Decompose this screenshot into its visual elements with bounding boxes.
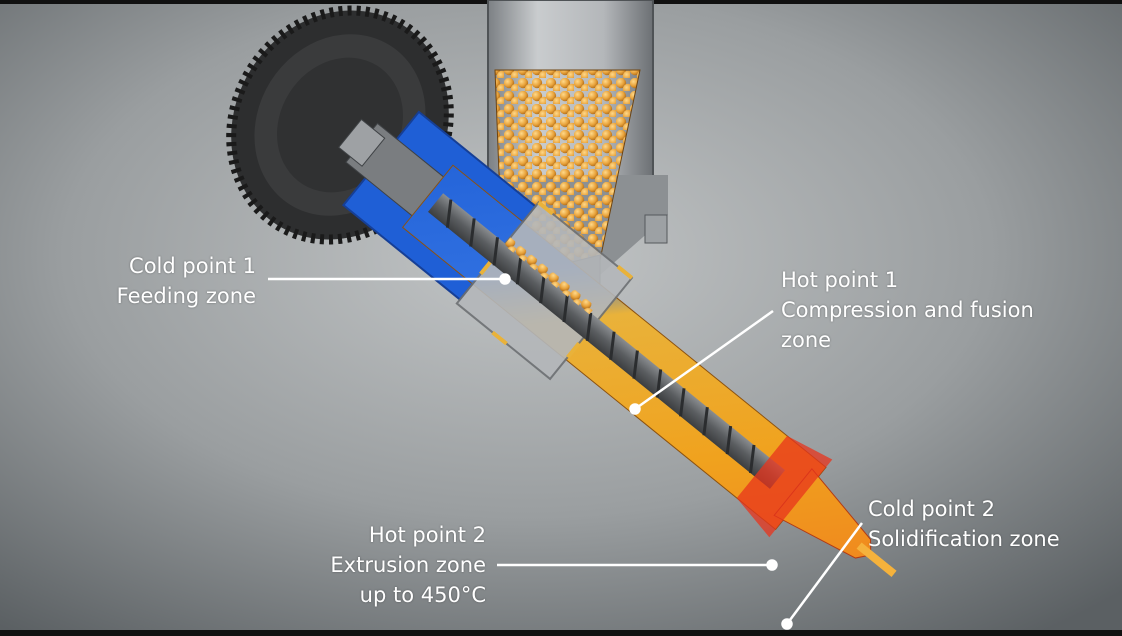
barrel-assembly bbox=[338, 110, 897, 577]
label-hot-point-1: Hot point 1 Compression and fusion zone bbox=[781, 265, 1034, 355]
label-cold-point-2: Cold point 2 Solidification zone bbox=[868, 494, 1060, 554]
leader-lines bbox=[268, 273, 864, 630]
hot-point-1-title: Hot point 1 bbox=[781, 268, 899, 292]
hot-point-1-line2: Compression and fusion bbox=[781, 298, 1034, 322]
hot-point-2-line2: Extrusion zone bbox=[330, 553, 486, 577]
hot-point-2-line3: up to 450°C bbox=[359, 583, 486, 607]
marker-cold-point-1 bbox=[499, 273, 511, 285]
cold-point-2-subtitle: Solidification zone bbox=[868, 527, 1060, 551]
hot-point-1-line3: zone bbox=[781, 328, 832, 352]
label-cold-point-1: Cold point 1 Feeding zone bbox=[108, 251, 256, 311]
leader-line-hot-point-1 bbox=[634, 309, 774, 411]
leader-line-cold-point-2 bbox=[785, 522, 864, 625]
hot-point-2-title: Hot point 2 bbox=[368, 523, 486, 547]
marker-hot-point-1 bbox=[629, 403, 641, 415]
marker-hot-point-2 bbox=[766, 559, 778, 571]
label-hot-point-2: Hot point 2 Extrusion zone up to 450°C bbox=[296, 520, 486, 610]
cold-point-1-subtitle: Feeding zone bbox=[116, 284, 256, 308]
marker-cold-point-2 bbox=[781, 618, 793, 630]
cold-point-2-title: Cold point 2 bbox=[868, 497, 995, 521]
cold-point-1-title: Cold point 1 bbox=[129, 254, 256, 278]
